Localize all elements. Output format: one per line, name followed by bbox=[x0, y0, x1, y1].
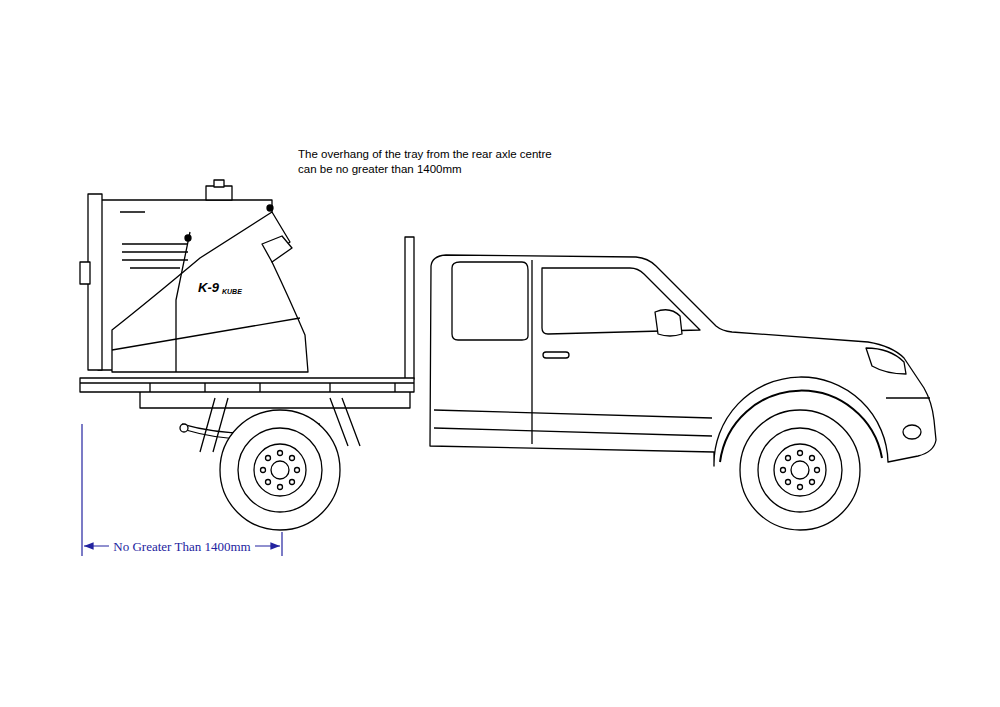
dimension-label: No Greater Than 1400mm bbox=[109, 538, 254, 555]
tray-rail bbox=[80, 382, 414, 383]
door-line bbox=[531, 260, 532, 444]
headboard bbox=[405, 237, 414, 379]
body-crease bbox=[434, 410, 712, 418]
sill-line bbox=[434, 428, 712, 436]
mirror bbox=[655, 310, 682, 336]
headlight bbox=[866, 348, 906, 374]
brand-label: K-9 bbox=[198, 279, 219, 296]
bumper-line bbox=[886, 397, 930, 398]
note-text: The overhang of the tray from the rear a… bbox=[298, 147, 566, 177]
door-handle bbox=[543, 352, 569, 358]
spring-eye bbox=[180, 424, 188, 432]
tray bbox=[80, 378, 414, 392]
dimension-line bbox=[82, 424, 282, 556]
cab-body bbox=[430, 255, 936, 466]
fog-light bbox=[903, 425, 921, 439]
rear-window bbox=[452, 262, 528, 340]
front-wheel bbox=[740, 410, 860, 530]
tray-slats bbox=[150, 383, 395, 392]
k9-kube-unit bbox=[80, 180, 308, 372]
brand-label: KUBE bbox=[222, 287, 242, 296]
rear-wheel bbox=[220, 410, 340, 530]
